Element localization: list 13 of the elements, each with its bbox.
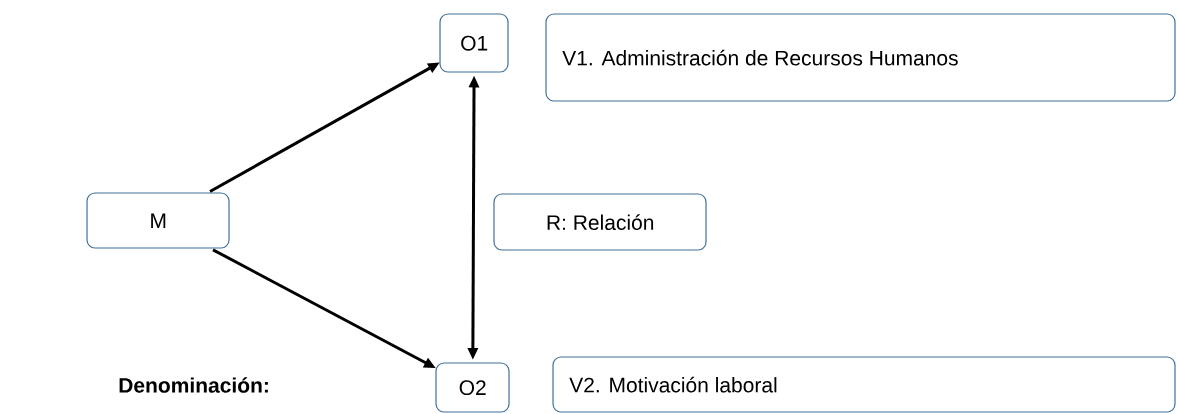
- node-label: M: [151, 213, 166, 228]
- label-box: [86, 192, 230, 249]
- label-box: [545, 13, 1176, 102]
- node-label: O2: [459, 380, 486, 396]
- caption-text: Denominación:: [119, 377, 268, 393]
- label-box: [435, 362, 510, 413]
- node-label: R: Relación: [547, 214, 654, 231]
- label-box: [493, 193, 707, 251]
- node-label: V1. Administración de Recursos Humanos: [562, 49, 958, 66]
- node-label: V2. Motivación laboral: [569, 376, 777, 393]
- node-label: O1: [461, 35, 488, 51]
- label-box: [439, 13, 509, 73]
- label-box: [552, 356, 1176, 413]
